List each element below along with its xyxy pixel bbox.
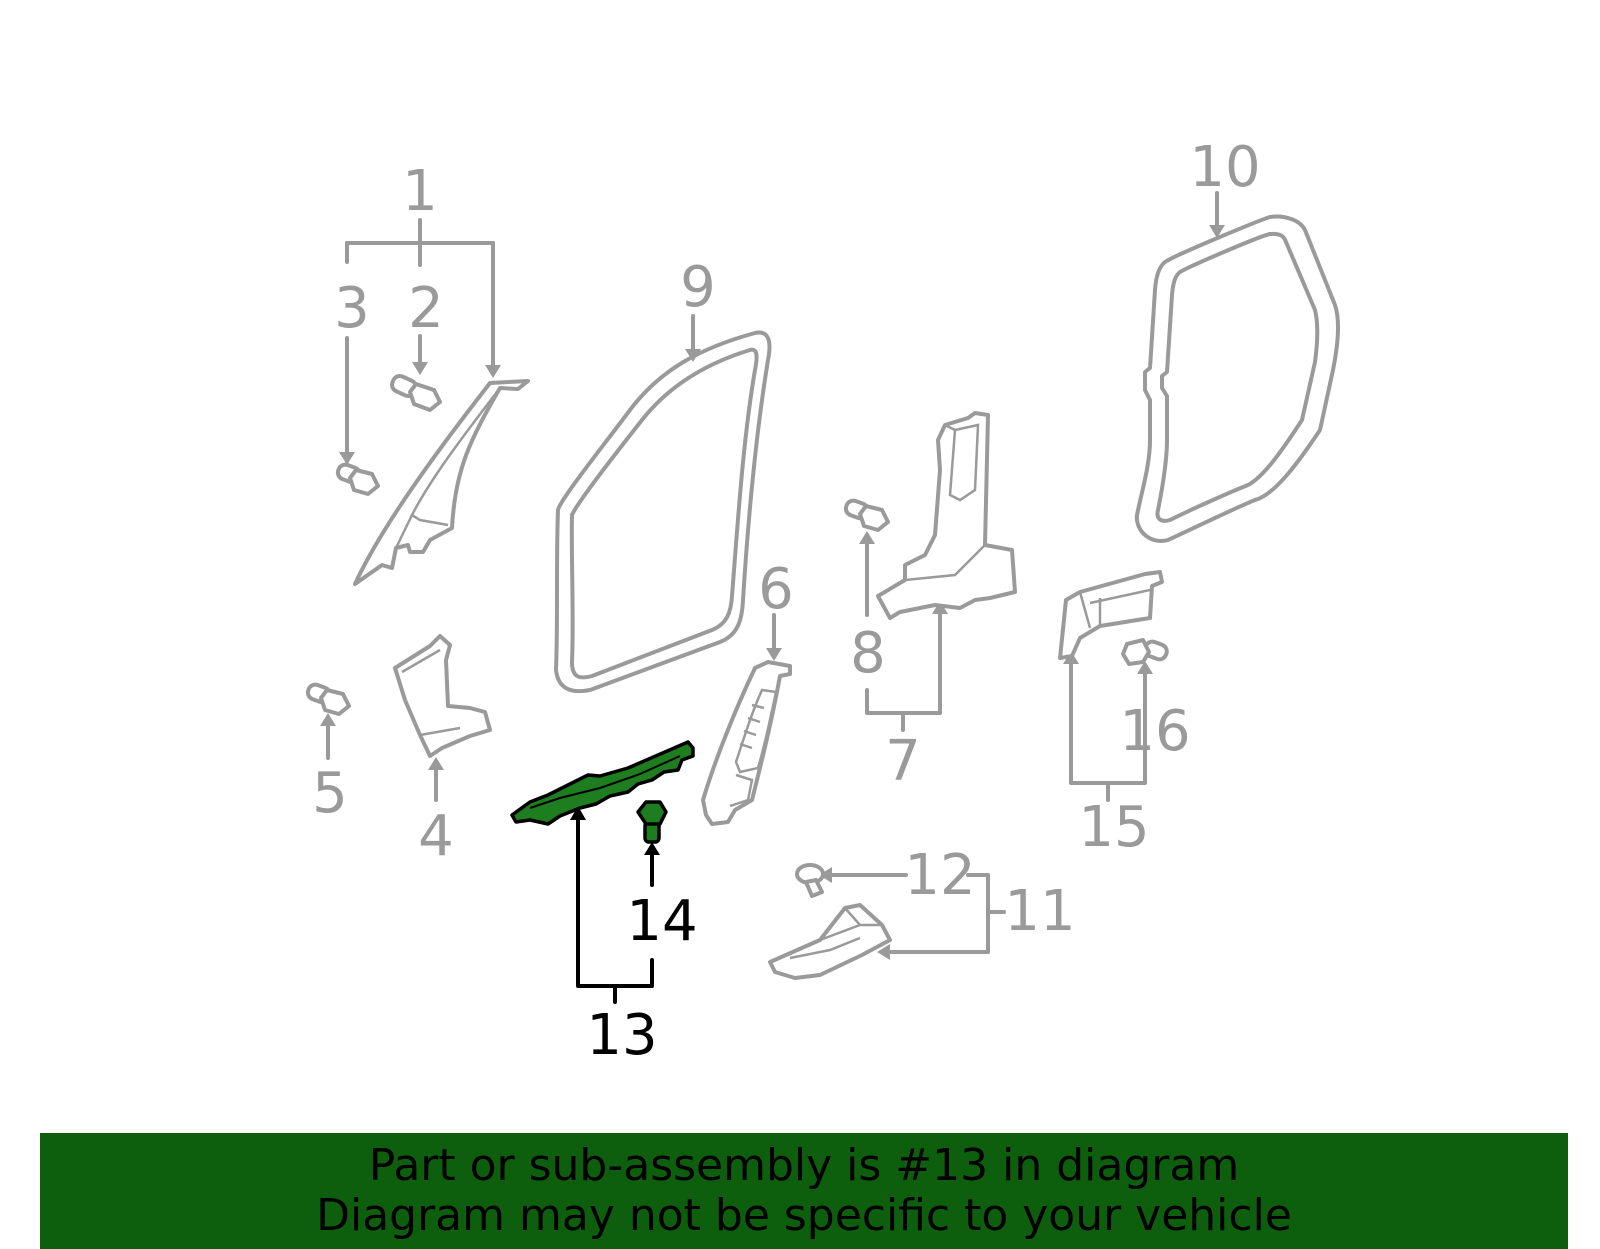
label-13: 13	[586, 1003, 657, 1068]
clip-12-icon	[795, 863, 825, 898]
callout-11-leader	[877, 873, 1006, 960]
bolt-5-icon	[305, 682, 351, 716]
callout-5-leader	[320, 713, 336, 760]
callout-16-leader	[1137, 661, 1153, 674]
callout-4-leader	[428, 757, 444, 802]
bolt-16-icon	[1121, 638, 1169, 666]
notice-banner: Part or sub-assembly is #13 in diagram D…	[40, 1133, 1568, 1249]
label-12: 12	[904, 843, 975, 908]
callout-3-leader	[339, 336, 355, 465]
label-11: 11	[1004, 879, 1075, 944]
label-15: 15	[1078, 795, 1149, 860]
label-1: 1	[402, 159, 438, 224]
kick-panel-4-part	[393, 634, 492, 758]
callout-14-leader	[644, 842, 660, 887]
label-8: 8	[850, 621, 886, 686]
b-pillar-upper-7-part	[876, 411, 1017, 620]
rear-door-weatherstrip-10-part	[1134, 214, 1340, 543]
label-3: 3	[334, 276, 370, 341]
banner-line-1: Part or sub-assembly is #13 in diagram	[368, 1140, 1240, 1191]
callout-10-leader	[1209, 191, 1225, 238]
bolt-2-icon	[390, 373, 442, 412]
callout-13-leader	[570, 798, 654, 1004]
sill-trim-13-part	[510, 740, 695, 826]
front-door-weatherstrip-9-part	[554, 330, 772, 694]
label-2: 2	[408, 276, 444, 341]
callout-6-leader	[766, 613, 782, 661]
callout-2-leader	[412, 334, 428, 375]
callout-1-leader	[345, 218, 501, 378]
label-4: 4	[418, 804, 454, 869]
bolt-8-icon	[843, 498, 890, 532]
label-16: 16	[1119, 699, 1190, 764]
bolt-14-icon	[636, 800, 668, 844]
a-pillar-trim-part	[353, 379, 530, 586]
rear-kick-trim-15-part	[1058, 570, 1164, 660]
label-7: 7	[885, 729, 921, 794]
bolt-3-icon	[335, 462, 380, 496]
label-10: 10	[1189, 135, 1260, 200]
label-6: 6	[758, 557, 794, 622]
callout-8-leader	[859, 531, 875, 617]
label-5: 5	[312, 761, 348, 826]
b-pillar-lower-6-part	[701, 660, 792, 826]
label-9: 9	[680, 255, 716, 320]
callout-12-leader	[819, 867, 908, 883]
step-trim-11-part	[768, 903, 892, 980]
banner-line-2: Diagram may not be specific to your vehi…	[316, 1190, 1292, 1241]
label-14: 14	[626, 889, 697, 954]
